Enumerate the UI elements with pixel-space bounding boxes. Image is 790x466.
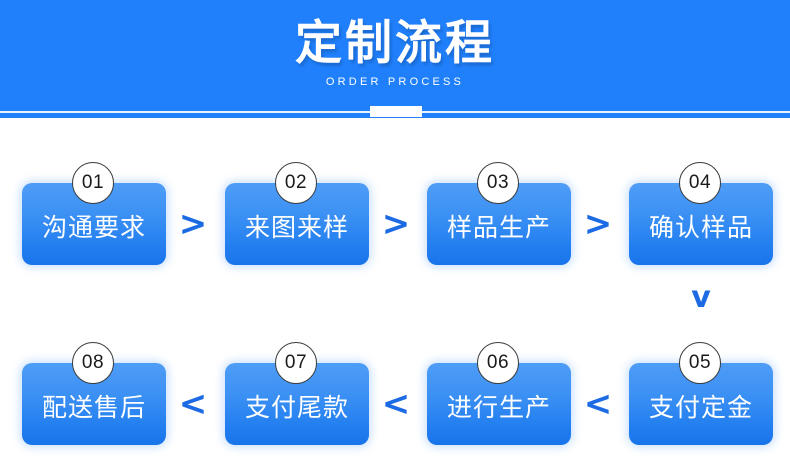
- flow-step-box[interactable]: 沟通要求: [22, 183, 166, 265]
- flow-step-number-badge: 03: [477, 162, 519, 204]
- flow-step-08[interactable]: 配送售后 08: [22, 342, 166, 445]
- chevron-left-icon: <: [381, 384, 411, 424]
- page-subtitle: ORDER PROCESS: [325, 76, 465, 88]
- flow-row-bottom: 配送售后 08 < 支付尾款 07 < 进行生产 06 < 支付定金 05: [0, 342, 790, 453]
- flow-step-06[interactable]: 进行生产 06: [427, 342, 571, 445]
- chevron-right-icon: >: [583, 204, 613, 244]
- flow-step-number-badge: 02: [275, 162, 317, 204]
- flow-step-03[interactable]: 样品生产 03: [427, 162, 571, 265]
- chevron-down-icon: v: [691, 280, 711, 315]
- flow-step-number-badge: 01: [72, 162, 114, 204]
- flow-step-box[interactable]: 来图来样: [225, 183, 369, 265]
- flow-step-07[interactable]: 支付尾款 07: [225, 342, 369, 445]
- flow-step-label: 样品生产: [446, 214, 551, 242]
- process-flow-diagram: 沟通要求 01 > 来图来样 02 > 样品生产 03 > 确认样品 04 v: [0, 118, 790, 466]
- flow-row-top: 沟通要求 01 > 来图来样 02 > 样品生产 03 > 确认样品 04: [0, 162, 790, 273]
- flow-step-number-badge: 04: [679, 162, 721, 204]
- flow-step-label: 来图来样: [244, 214, 349, 242]
- flow-step-number-badge: 07: [275, 342, 317, 384]
- flow-step-box[interactable]: 配送售后: [22, 363, 166, 445]
- flow-step-number-badge: 08: [72, 342, 114, 384]
- flow-step-label: 进行生产: [446, 394, 551, 422]
- flow-step-label: 支付定金: [648, 394, 753, 422]
- header-banner: 定制流程 ORDER PROCESS: [0, 0, 790, 118]
- flow-step-04[interactable]: 确认样品 04: [629, 162, 773, 265]
- flow-step-02[interactable]: 来图来样 02: [225, 162, 369, 265]
- chevron-right-icon: >: [178, 204, 208, 244]
- page-title: 定制流程: [295, 16, 495, 69]
- flow-step-05[interactable]: 支付定金 05: [629, 342, 773, 445]
- flow-step-number-badge: 06: [477, 342, 519, 384]
- chevron-left-icon: <: [178, 384, 208, 424]
- flow-step-label: 沟通要求: [41, 214, 146, 242]
- chevron-left-icon: <: [583, 384, 613, 424]
- flow-step-01[interactable]: 沟通要求 01: [22, 162, 166, 265]
- flow-step-number-badge: 05: [679, 342, 721, 384]
- flow-step-label: 支付尾款: [244, 394, 349, 422]
- chevron-right-icon: >: [381, 204, 411, 244]
- flow-step-label: 配送售后: [41, 394, 146, 422]
- flow-step-label: 确认样品: [648, 214, 753, 242]
- header-divider-accent: [370, 106, 422, 117]
